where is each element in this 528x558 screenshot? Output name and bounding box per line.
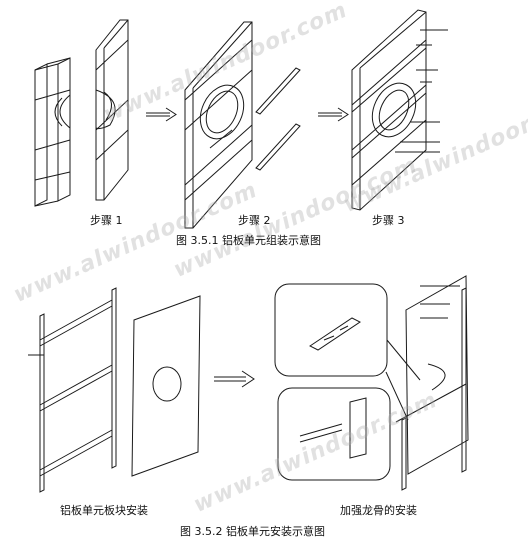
step2-rails <box>255 67 301 171</box>
step3-label: 步骤 3 <box>372 214 405 227</box>
aluminium-sheet <box>131 295 201 477</box>
detail-bubble-bottom <box>277 387 391 481</box>
installed-wall <box>385 275 469 491</box>
step2-frame <box>184 21 253 229</box>
step1-label: 步骤 1 <box>90 214 123 227</box>
step3-unit <box>351 9 448 211</box>
figure1-caption: 图 3.5.1 铝板单元组装示意图 <box>176 234 321 247</box>
step1-right-panel <box>95 19 129 201</box>
step1-left-frame <box>34 57 71 207</box>
detail-bubble-top <box>274 283 388 377</box>
panel-install-label: 铝板单元板块安装 <box>60 504 148 517</box>
figure2-caption: 图 3.5.2 铝板单元安装示意图 <box>180 525 325 538</box>
keel-install-label: 加强龙骨的安装 <box>340 504 417 517</box>
step2-label: 步骤 2 <box>238 214 271 227</box>
arrow-1 <box>146 107 177 122</box>
panel-frame <box>28 287 117 493</box>
arrow-3 <box>214 370 255 388</box>
arrow-2 <box>318 107 349 122</box>
